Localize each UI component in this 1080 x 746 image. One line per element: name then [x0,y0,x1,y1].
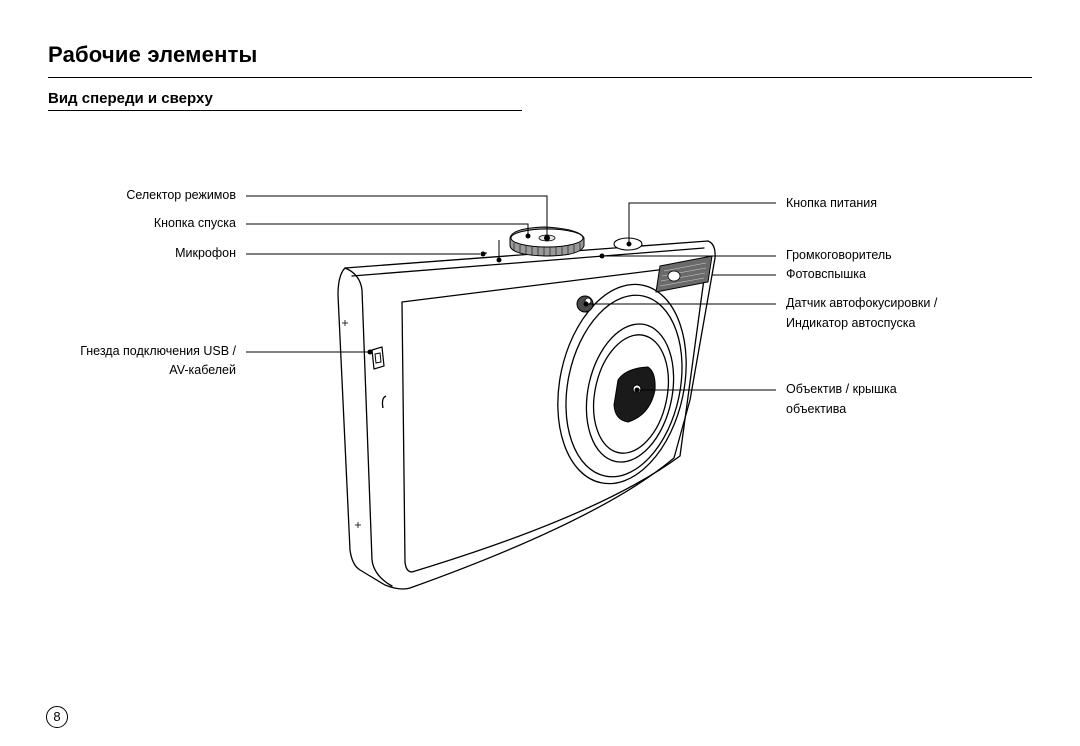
camera-front-panel [401,263,707,573]
leader-shutter [246,223,529,236]
lens-cover-icon [613,366,656,423]
label-speaker: Громкоговоритель [786,248,892,262]
lens-outer-ring [557,283,687,485]
leader-mode-dial [246,195,548,238]
label-af-sensor-line2: Индикатор автоспуска [786,316,916,330]
usb-port-icon [371,346,385,370]
label-af-sensor-line1: Датчик автофокусировки / [786,296,938,310]
title-divider [48,77,1032,78]
section-divider [48,110,522,111]
page-number: 8 [46,706,68,728]
leader-power [628,202,776,244]
label-lens-line1: Объектив / крышка [786,382,897,396]
camera-body-outline [337,240,716,590]
strap-lug-icon [381,395,387,409]
label-usb-av-line2: AV-кабелей [169,363,236,377]
camera-top-edge [351,247,705,277]
camera-left-side [344,267,393,587]
section-title: Вид спереди и сверху [48,90,213,107]
lens-middle-ring [585,323,675,463]
label-power-button: Кнопка питания [786,196,878,210]
label-microphone: Микрофон [175,246,236,260]
label-usb-av-line1: Гнезда подключения USB / [80,344,236,358]
flash-icon [655,255,713,293]
screw-marks [342,320,361,528]
label-mode-dial: Селектор режимов [126,188,236,202]
label-flash: Фотовспышка [786,267,866,281]
label-shutter-button: Кнопка спуска [153,216,236,230]
label-lens-line2: объектива [786,402,847,416]
page-title: Рабочие элементы [48,42,258,67]
